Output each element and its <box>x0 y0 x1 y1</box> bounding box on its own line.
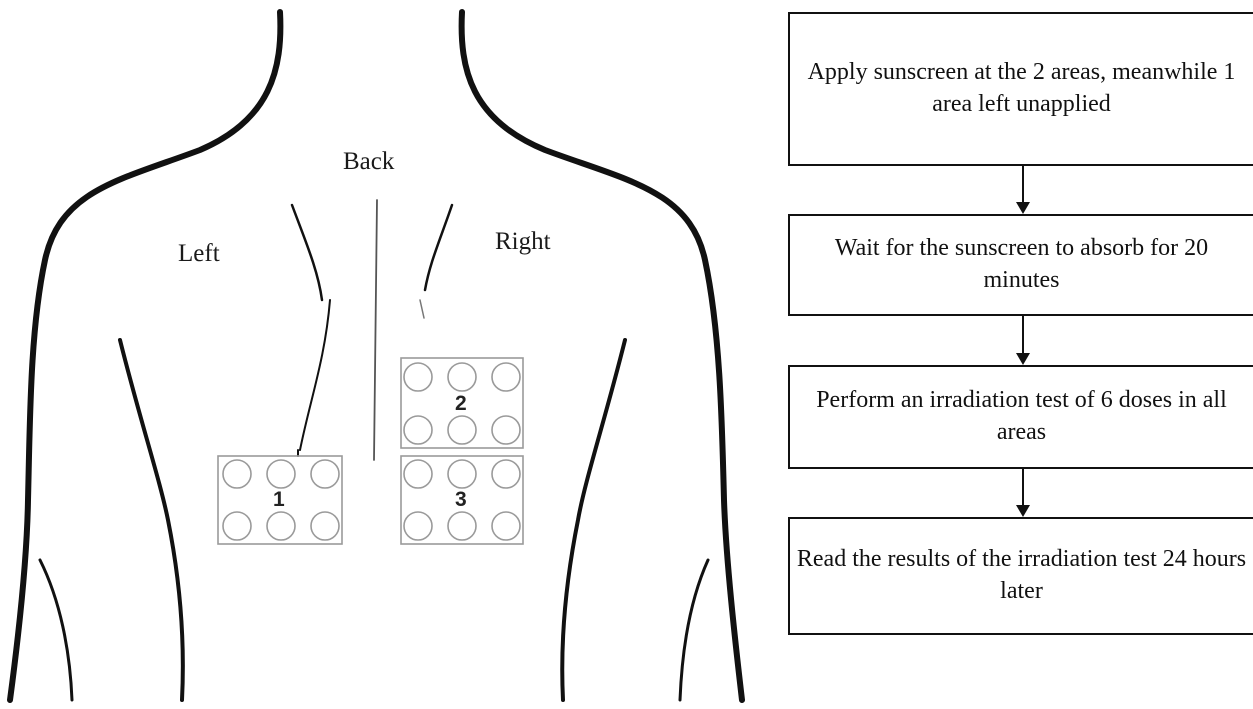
back-silhouette <box>0 0 760 709</box>
right-spine-hint <box>420 300 424 318</box>
left-body-outline <box>10 12 280 700</box>
flow-step-4: Read the results of the irradiation test… <box>788 517 1253 635</box>
spine-line <box>374 200 377 460</box>
right-scapula-line <box>425 205 452 290</box>
flow-step-2-text: Wait for the sunscreen to absorb for 20 … <box>796 233 1247 296</box>
left-inner-arm <box>120 340 183 700</box>
right-label: Right <box>495 228 551 256</box>
right-inner-arm <box>562 340 625 700</box>
flow-step-1-text: Apply sunscreen at the 2 areas, meanwhil… <box>796 57 1247 120</box>
flow-step-2: Wait for the sunscreen to absorb for 20 … <box>788 214 1253 316</box>
left-label: Left <box>178 240 220 268</box>
flow-step-1: Apply sunscreen at the 2 areas, meanwhil… <box>788 12 1253 166</box>
left-lower-back-line <box>300 300 330 450</box>
flow-step-4-text: Read the results of the irradiation test… <box>796 544 1247 607</box>
right-body-outline <box>462 12 742 700</box>
back-label: Back <box>343 148 394 176</box>
flow-arrow-3 <box>1022 469 1024 515</box>
right-forearm <box>680 560 708 700</box>
area-2-number: 2 <box>455 392 467 416</box>
flow-step-3: Perform an irradiation test of 6 doses i… <box>788 365 1253 469</box>
flow-arrow-2 <box>1022 316 1024 363</box>
flow-step-3-text: Perform an irradiation test of 6 doses i… <box>796 385 1247 448</box>
left-scapula-line <box>292 205 322 300</box>
area-1-number: 1 <box>273 488 285 512</box>
area-3-number: 3 <box>455 488 467 512</box>
left-forearm <box>40 560 72 700</box>
flow-arrow-1 <box>1022 166 1024 212</box>
